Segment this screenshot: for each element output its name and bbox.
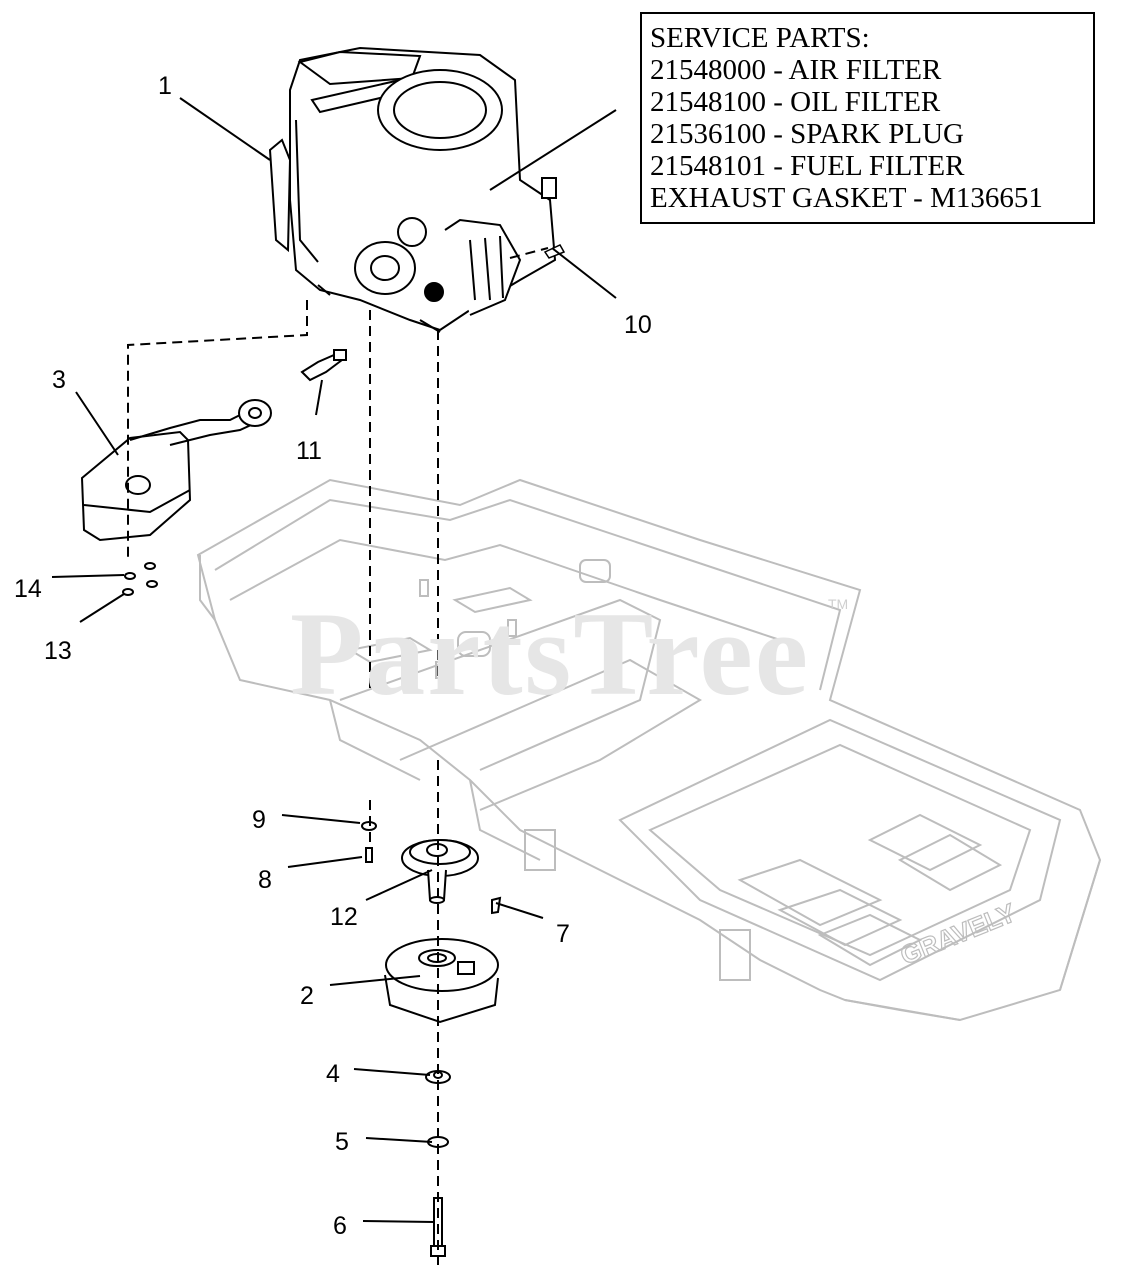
callout-4: 4: [326, 1060, 340, 1088]
watermark: PartsTree: [290, 587, 810, 720]
service-part-line: EXHAUST GASKET - M136651: [650, 182, 1043, 214]
service-part-line: 21548000 - AIR FILTER: [650, 54, 942, 86]
callout-6: 6: [333, 1212, 347, 1240]
callout-14: 14: [14, 575, 42, 603]
callout-10: 10: [624, 311, 652, 339]
callout-5: 5: [335, 1128, 349, 1156]
service-part-line: 21548100 - OIL FILTER: [650, 86, 941, 118]
callout-2: 2: [300, 982, 314, 1010]
service-parts-title: SERVICE PARTS:: [650, 22, 870, 54]
callout-3: 3: [52, 366, 66, 394]
spark-plug: [300, 349, 347, 382]
callout-9: 9: [252, 806, 266, 834]
hardware: [122, 562, 502, 1257]
callout-12: 12: [330, 903, 358, 931]
service-parts-box: SERVICE PARTS: 21548000 - AIR FILTER 215…: [640, 12, 1095, 224]
engine: [268, 46, 557, 333]
callout-13: 13: [44, 637, 72, 665]
pulley: [401, 839, 479, 904]
service-part-line: 21536100 - SPARK PLUG: [650, 118, 964, 150]
callout-7: 7: [556, 920, 570, 948]
mower-frame: [196, 478, 1102, 1022]
muffler: [80, 399, 272, 542]
fuel-filter-part: [543, 244, 566, 259]
service-part-line: 21548101 - FUEL FILTER: [650, 150, 965, 182]
callout-11: 11: [296, 437, 322, 465]
leader-lines: [51, 97, 617, 1223]
callout-8: 8: [258, 866, 272, 894]
trademark-mark: TM: [828, 596, 849, 612]
callout-1: 1: [158, 72, 172, 100]
assembly-dashed-lines: [127, 247, 549, 1265]
pto-clutch: [384, 938, 499, 1024]
